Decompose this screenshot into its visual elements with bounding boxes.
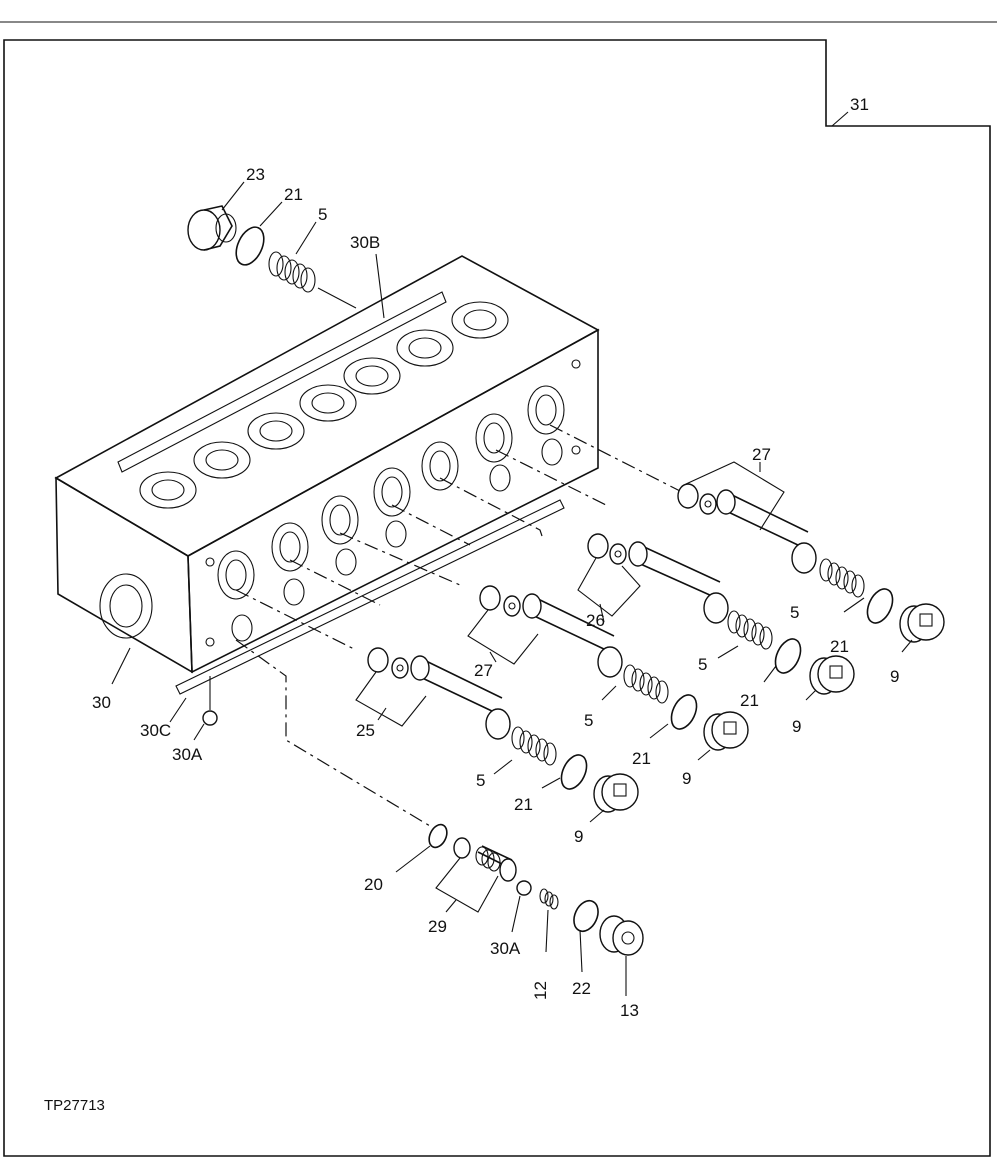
callout-27-lower: 27 [474,661,493,680]
callouts: 31 23 21 5 30B 27 5 21 9 26 5 21 9 27 5 … [92,95,899,1020]
o-ring-21-d [670,694,698,730]
valve-body [54,255,600,695]
spring-5-d [623,664,669,704]
o-ring-21-top [235,226,265,266]
callout-21-c: 21 [740,691,759,710]
plug-9-a [899,603,945,643]
o-ring-21-e [560,754,588,790]
leader-lines [111,111,913,996]
callout-5-b: 5 [790,603,799,622]
spring-5-c [727,610,773,650]
spring-5-e [511,726,557,766]
callout-30a-lower: 30A [490,939,521,958]
spool-assembly-25 [355,647,511,740]
spool-assembly-27-upper [677,461,817,574]
spool-assembly-27-lower [467,585,623,678]
drawing-id: TP27713 [44,1097,105,1114]
plug-9-d [593,773,639,813]
callout-9-d: 9 [574,827,583,846]
ball-30a-lower [516,880,532,896]
callout-21-top: 21 [284,185,303,204]
callout-13: 13 [620,1001,639,1020]
callout-30a-upper: 30A [172,745,203,764]
o-ring-20 [428,823,448,849]
plug-13 [599,915,644,956]
callout-23: 23 [246,165,265,184]
callout-9-b: 9 [792,717,801,736]
plug-9-c [703,711,749,751]
callout-21-e: 21 [514,795,533,814]
spring-5-b [819,558,865,598]
poppet-29 [435,837,517,913]
o-ring-21-b [866,588,894,624]
callout-9-c: 9 [682,769,691,788]
callout-9-a: 9 [890,667,899,686]
callout-25: 25 [356,721,375,740]
o-ring-22 [573,899,599,933]
diagram-frame [3,39,991,1157]
callout-5-e: 5 [476,771,485,790]
spring-12 [539,888,559,910]
ball-30a-upper [202,710,218,726]
callout-22: 22 [572,979,591,998]
callout-31: 31 [850,95,869,114]
spring-5-top [268,251,316,293]
callout-29: 29 [428,917,447,936]
spool-assembly-26 [577,533,729,624]
callout-30: 30 [92,693,111,712]
callout-21-b: 21 [830,637,849,656]
plug-9-b [809,655,855,695]
callout-20: 20 [364,875,383,894]
callout-21-d: 21 [632,749,651,768]
callout-26: 26 [586,611,605,630]
callout-5-top: 5 [318,205,327,224]
callout-30c: 30C [140,721,171,740]
callout-5-c: 5 [698,655,707,674]
callout-5-d: 5 [584,711,593,730]
callout-27-upper: 27 [752,445,771,464]
plug-23-assembly [187,205,237,251]
callout-30b: 30B [350,233,380,252]
o-ring-21-c [774,638,802,674]
callout-12: 12 [531,981,550,1000]
